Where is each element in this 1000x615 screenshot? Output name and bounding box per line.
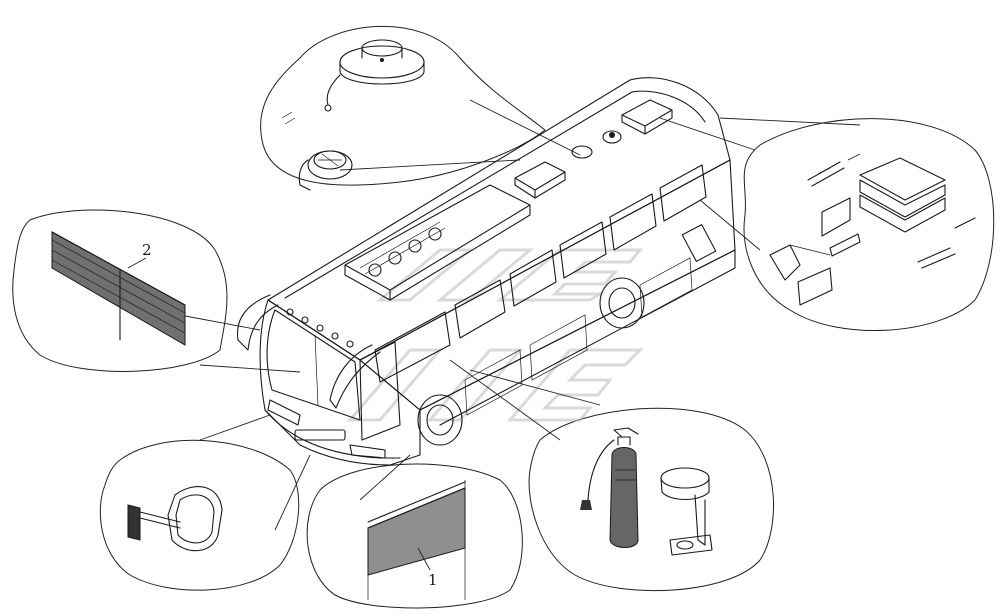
hatch-motor-icon — [281, 111, 353, 191]
roof-hatch-motor-bubble — [260, 25, 546, 186]
escape-hatch-kit-bubble — [743, 118, 995, 331]
watermark — [346, 248, 644, 422]
callout-1: 1 — [428, 571, 438, 589]
leader-lines — [179, 99, 861, 531]
rear-view-mirror-icon — [127, 486, 223, 552]
roof-air-conditioner — [344, 184, 531, 301]
callout-2: 2 — [142, 241, 152, 259]
fire-extinguisher-bubble — [528, 407, 774, 592]
front-sunshade-icon — [51, 231, 186, 346]
bus-body — [236, 77, 736, 466]
escape-hatch-kit-icon — [769, 153, 976, 306]
roof-hatches — [514, 99, 673, 199]
extinguisher-bracket-icon — [660, 467, 713, 556]
fire-extinguisher-icon — [580, 427, 639, 548]
rear-view-mirror-bubble — [99, 439, 300, 591]
hatch-dome-icon — [324, 39, 425, 112]
side-sunshade-icon — [367, 480, 466, 600]
